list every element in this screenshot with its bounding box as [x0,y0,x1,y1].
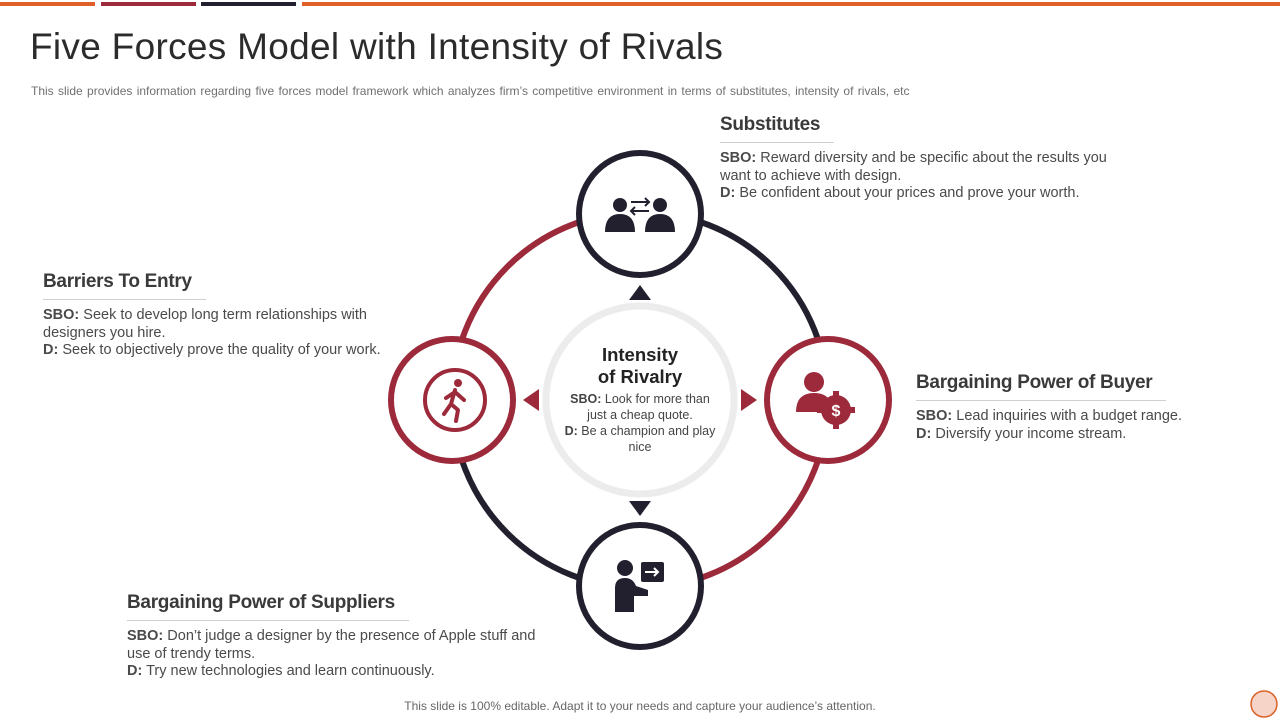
substitutes-sbo-text: Reward diversity and be specific about t… [720,150,1107,184]
people-exchange-icon [605,197,675,232]
center-sbo-text: Look for more than just a cheap quote. [587,392,710,422]
barriers-title: Barriers To Entry [43,271,206,300]
arrow-left-icon [523,389,539,411]
suppliers-body: SBO: Don’t judge a designer by the prese… [127,628,552,681]
substitutes-d-text: Be confident about your prices and prove… [735,185,1080,201]
center-intensity-of-rivalry: Intensity of Rivalry SBO: Look for more … [562,344,718,455]
buyer-sbo-text: Lead inquiries with a budget range. [952,408,1182,424]
substitutes-sbo-label: SBO: [720,150,757,166]
arrow-up-icon [629,285,651,300]
suppliers-d-label: D: [127,663,143,679]
suppliers-sbo-text: Don’t judge a designer by the presence o… [127,628,536,662]
buyer-d-text: Diversify your income stream. [931,425,1127,442]
node-barriers [388,336,516,464]
substitutes-body: SBO: Reward diversity and be specific ab… [720,150,1120,203]
buyer-sbo-label: SBO: [916,408,953,424]
top-bar-orange-2 [302,2,1280,6]
top-bar-orange-1 [0,2,95,6]
center-title: Intensity of Rivalry [562,344,718,388]
top-bar-navy [201,2,296,6]
center-d-label: D: [564,424,578,438]
arrow-right-icon [741,389,757,411]
barriers-sbo-text: Seek to develop long term relationships … [43,307,367,341]
barriers-sbo-label: SBO: [43,307,80,323]
suppliers-block: Bargaining Power of Suppliers SBO: Don’t… [127,592,552,681]
barriers-body: SBO: Seek to develop long term relations… [43,307,388,360]
substitutes-d-label: D: [720,185,736,201]
barriers-d-label: D: [43,342,59,358]
person-presenting-icon [615,560,664,612]
buyer-block: Bargaining Power of Buyer SBO: Lead inqu… [916,372,1256,443]
barriers-block: Barriers To Entry SBO: Seek to develop l… [43,271,388,360]
center-title-line1: Intensity [601,344,679,365]
arrow-down-icon [629,501,651,516]
center-ring [542,302,738,498]
center-body: SBO: Look for more than just a cheap quo… [562,391,718,455]
svg-text:$: $ [832,403,841,420]
center-title-line2: of Rivalry [597,366,683,387]
suppliers-sbo-label: SBO: [127,628,164,644]
person-dollar-icon: $ [796,372,855,429]
footer-note: This slide is 100% editable. Adapt it to… [404,699,876,713]
node-substitutes [576,150,704,278]
page-subtitle: This slide provides information regardin… [31,84,910,98]
center-sbo-label: SBO: [570,392,602,406]
buyer-d-label: D: [916,425,932,442]
running-person-icon [423,368,487,432]
buyer-title: Bargaining Power of Buyer [916,372,1167,401]
suppliers-d-text: Try new technologies and learn continuou… [142,663,435,679]
substitutes-title: Substitutes [720,114,835,143]
top-bar-red [101,2,196,6]
barriers-d-text: Seek to objectively prove the quality of… [58,342,381,358]
page-title: Five Forces Model with Intensity of Riva… [30,26,724,67]
substitutes-block: Substitutes SBO: Reward diversity and be… [720,114,1120,203]
corner-circle-icon [1250,690,1278,718]
node-suppliers [576,522,704,650]
buyer-body: SBO: Lead inquiries with a budget range.… [916,408,1256,443]
node-buyer: $ [764,336,892,464]
center-d-text: Be a champion and play nice [577,424,716,454]
suppliers-title: Bargaining Power of Suppliers [127,592,409,621]
